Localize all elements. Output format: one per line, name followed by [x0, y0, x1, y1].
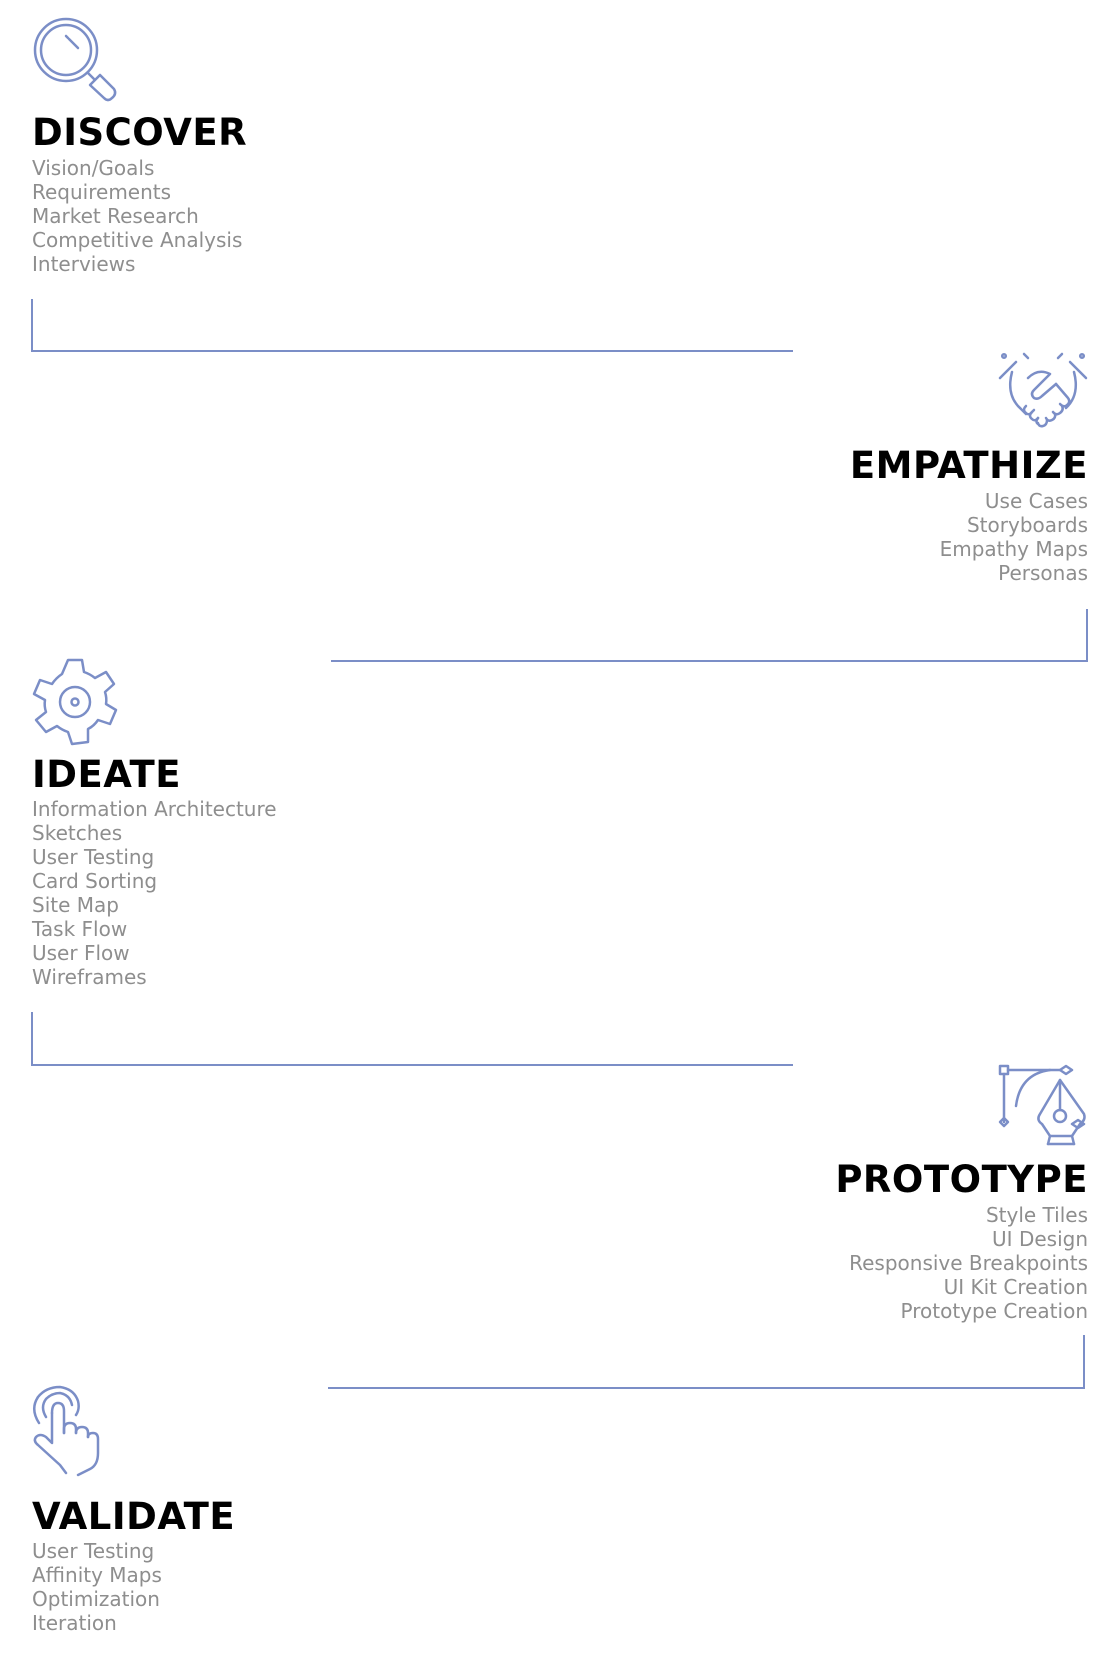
list-item: User Testing: [32, 845, 155, 869]
list-item: Competitive Analysis: [32, 228, 243, 252]
list-item: Affinity Maps: [32, 1563, 162, 1587]
list-item: UI Kit Creation: [943, 1275, 1088, 1299]
touch-hand-icon: [30, 1385, 120, 1477]
list-item: Responsive Breakpoints: [849, 1251, 1088, 1275]
list-item: Market Research: [32, 204, 199, 228]
step-items: User Testing Affinity Maps Optimization …: [32, 1539, 162, 1635]
list-item: User Testing: [32, 1539, 155, 1563]
list-item: UI Design: [992, 1227, 1088, 1251]
connector-line: [31, 1012, 793, 1066]
step-items: Information Architecture Sketches User T…: [32, 797, 277, 989]
gear-icon: [30, 658, 120, 748]
list-item: Personas: [998, 561, 1088, 585]
list-item: User Flow: [32, 941, 130, 965]
list-item: Information Architecture: [32, 797, 277, 821]
step-items: Use Cases Storyboards Empathy Maps Perso…: [940, 489, 1088, 585]
magnifier-icon: [30, 17, 120, 108]
step-title: DISCOVER: [32, 111, 248, 154]
list-item: Style Tiles: [985, 1203, 1088, 1227]
list-item: Site Map: [32, 893, 119, 917]
step-title: EMPATHIZE: [849, 444, 1088, 487]
list-item: Requirements: [32, 180, 172, 204]
list-item: Prototype Creation: [900, 1299, 1088, 1323]
list-item: Task Flow: [32, 917, 128, 941]
list-item: Interviews: [32, 252, 136, 276]
list-item: Wireframes: [32, 965, 147, 989]
list-item: Storyboards: [966, 513, 1088, 537]
step-title: VALIDATE: [32, 1495, 236, 1538]
list-item: Use Cases: [984, 489, 1088, 513]
list-item: Iteration: [32, 1611, 117, 1635]
handshake-icon: [998, 350, 1088, 440]
connector-line: [328, 1335, 1085, 1389]
connector-line: [31, 299, 793, 352]
list-item: Card Sorting: [32, 869, 158, 893]
list-item: Optimization: [32, 1587, 160, 1611]
connector-line: [331, 609, 1088, 662]
step-items: Vision/Goals Requirements Market Researc…: [32, 156, 242, 276]
list-item: Sketches: [32, 821, 123, 845]
step-title: PROTOTYPE: [835, 1158, 1088, 1201]
step-title: IDEATE: [32, 753, 182, 796]
step-items: Style Tiles UI Design Responsive Breakpo…: [849, 1203, 1088, 1323]
pen-tool-icon: [998, 1064, 1088, 1154]
list-item: Empathy Maps: [939, 537, 1088, 561]
list-item: Vision/Goals: [32, 156, 155, 180]
